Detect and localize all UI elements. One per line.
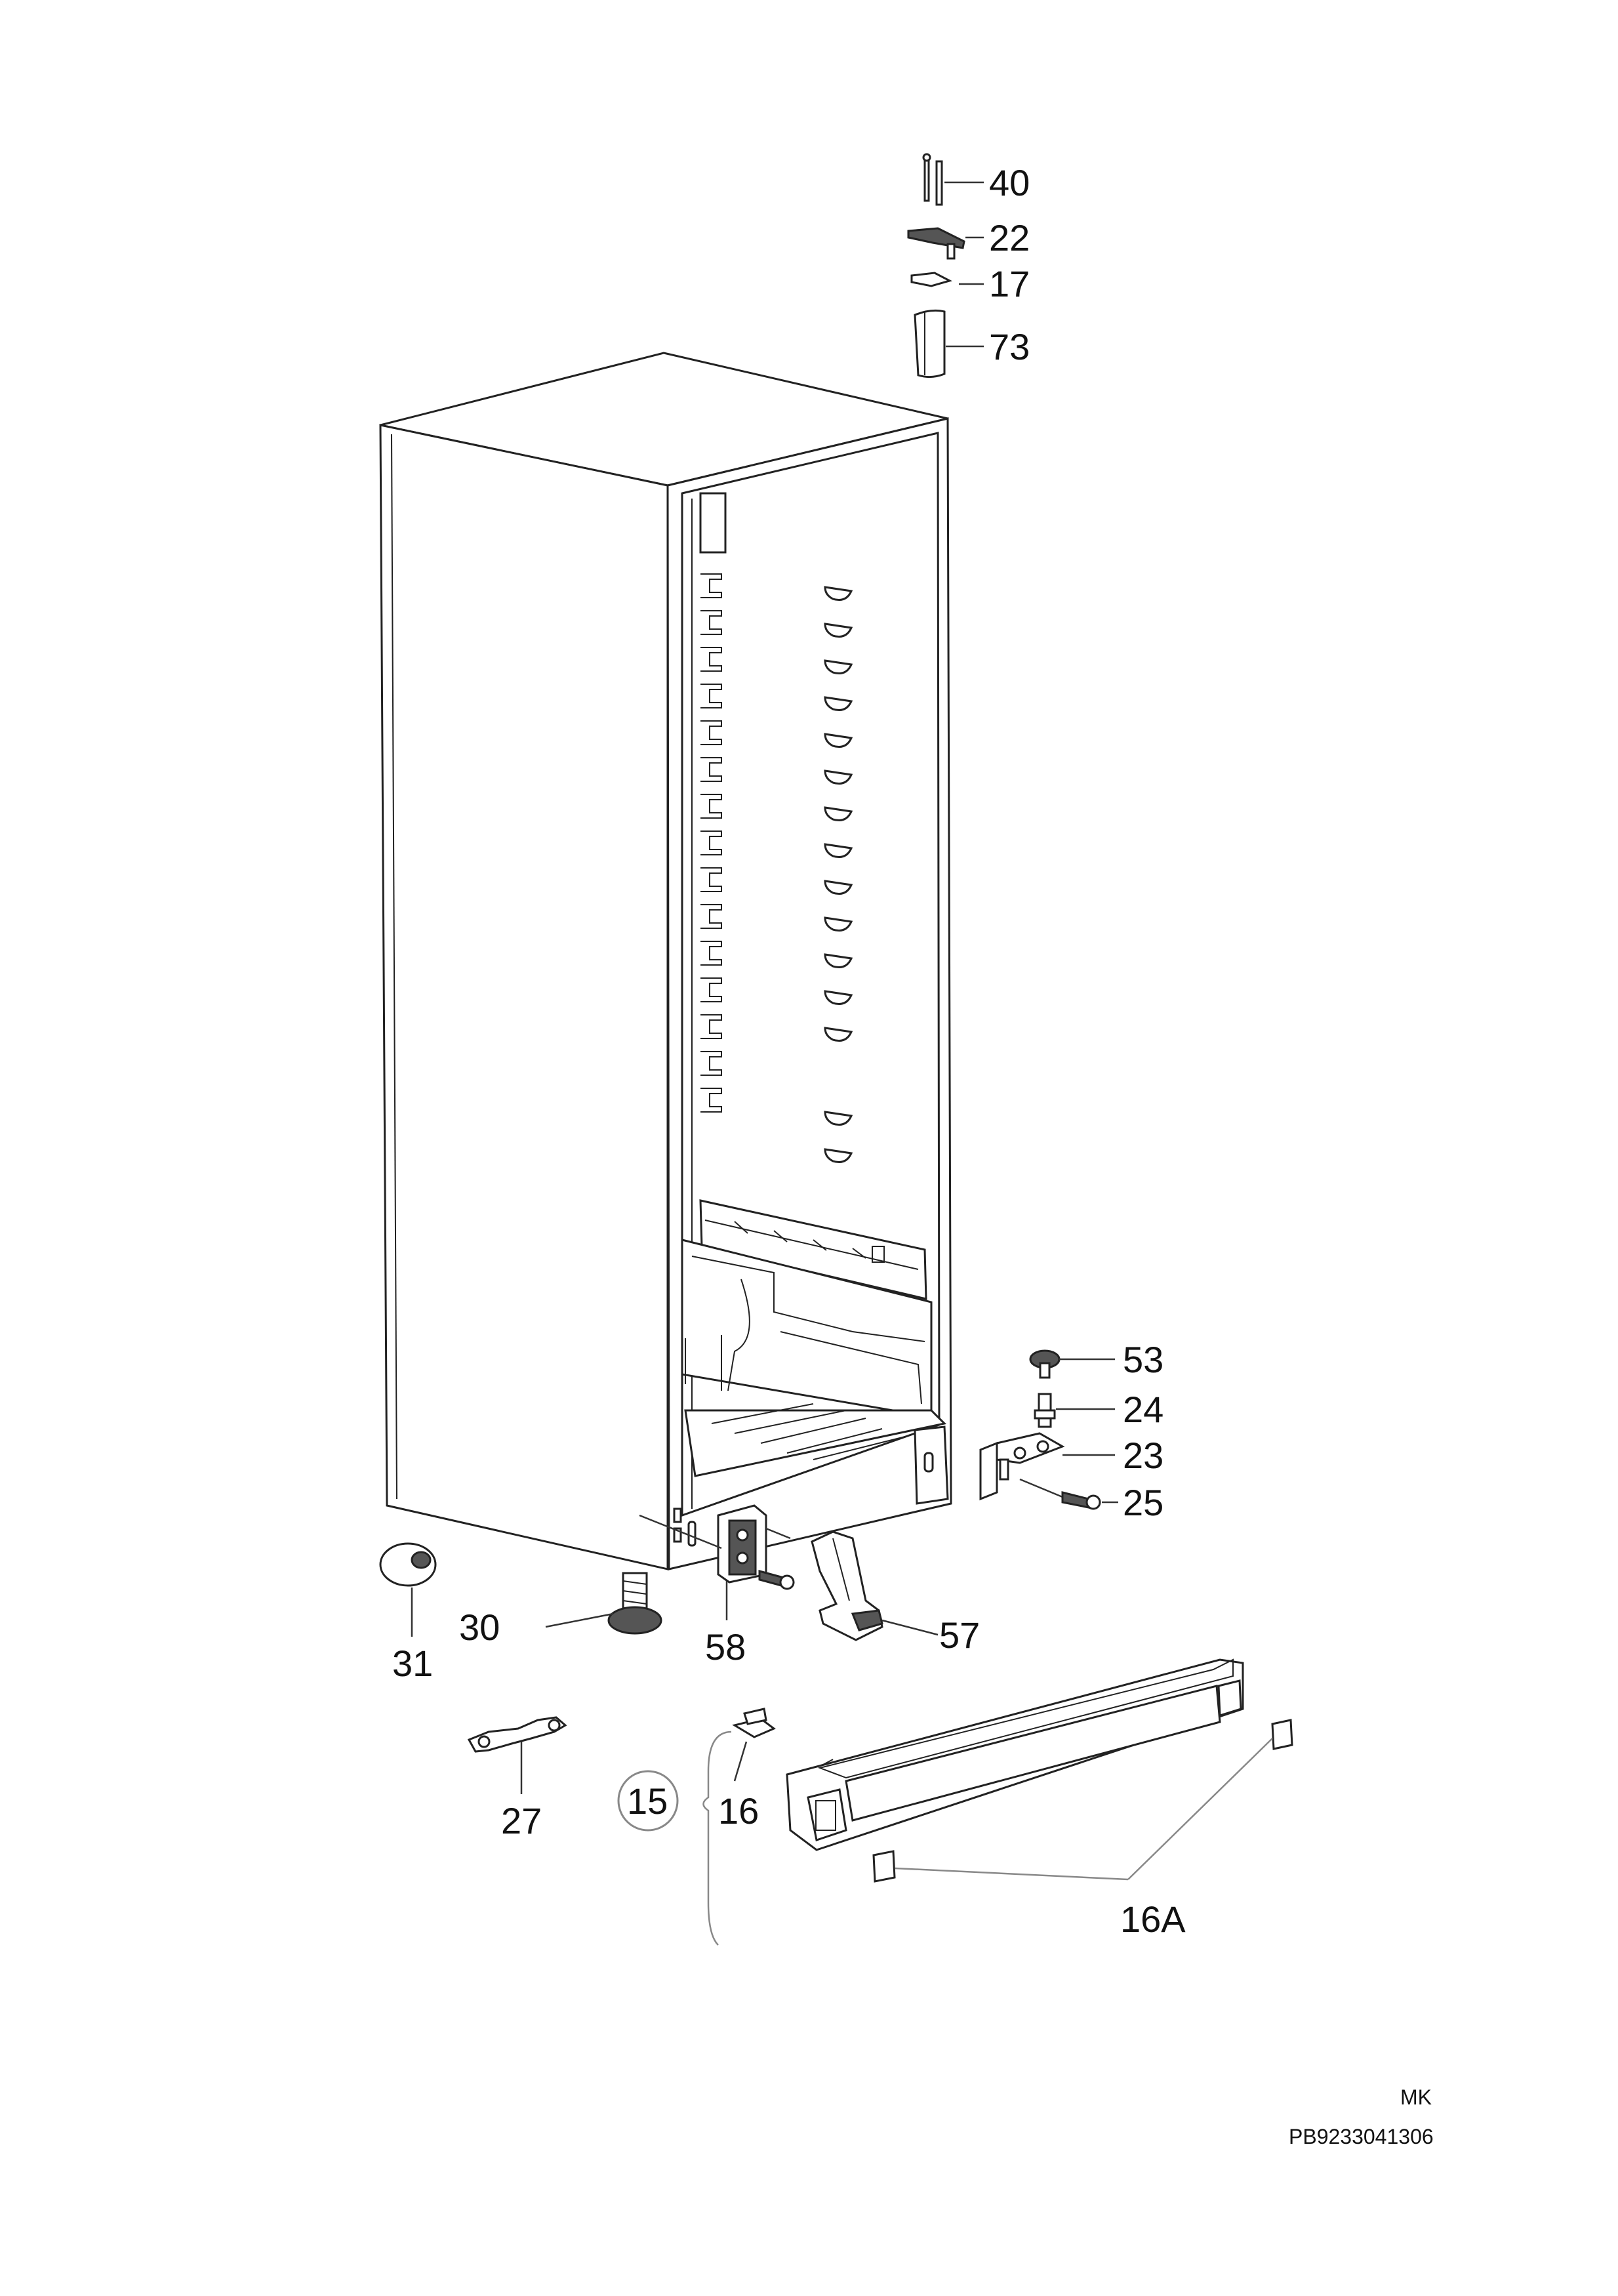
label-22: 22	[989, 217, 1030, 258]
left-shelf-slot	[700, 977, 722, 1002]
left-shelf-slot	[700, 1051, 722, 1076]
right-shelf-support	[824, 953, 853, 968]
right-shelf-supports	[824, 586, 853, 1163]
part-73-hinge-cover	[914, 309, 984, 379]
part-30-adjustable-foot	[545, 1572, 662, 1635]
right-shelf-support	[824, 880, 853, 895]
part-57-door-stop	[811, 1530, 939, 1641]
part-40-screws	[922, 153, 984, 206]
right-shelf-support	[824, 843, 853, 858]
footer-drawing-number: PB9233041306	[1289, 2125, 1434, 2148]
left-shelf-slot	[700, 610, 722, 635]
right-shelf-support	[824, 696, 853, 711]
part-23-bottom-hinge	[979, 1432, 1115, 1501]
part-27-spanner	[467, 1716, 567, 1794]
interior-top-vent	[699, 492, 727, 554]
right-shelf-support	[824, 806, 853, 821]
right-shelf-support	[824, 1027, 853, 1042]
right-shelf-support	[824, 623, 853, 638]
left-shelf-slot	[700, 757, 722, 782]
part-labels: 40 22 17 73 53 24 23 25 31 30 58 57 27 1…	[392, 162, 1186, 1940]
label-30: 30	[459, 1607, 500, 1648]
cabinet-body	[379, 352, 952, 1570]
left-shelf-slot	[700, 647, 722, 672]
label-25: 25	[1123, 1482, 1163, 1523]
right-shelf-support	[824, 990, 853, 1005]
part-31-foot-cap	[379, 1542, 437, 1637]
part-24-pin	[1034, 1393, 1115, 1428]
drawing-footer: MK PB9233041306	[1289, 2085, 1434, 2148]
crisper-compartment	[681, 1239, 949, 1505]
right-shelf-support	[824, 659, 853, 674]
left-shelf-slot	[700, 720, 722, 745]
label-24: 24	[1123, 1389, 1163, 1430]
left-shelf-slot	[700, 573, 722, 598]
label-15: 15	[627, 1780, 668, 1822]
label-57: 57	[939, 1614, 980, 1656]
label-17: 17	[989, 263, 1030, 304]
left-shelf-slot	[700, 1088, 722, 1113]
footer-code: MK	[1400, 2085, 1432, 2109]
part-17-washer	[910, 272, 984, 287]
kick-plate-pad-right	[1271, 1719, 1293, 1750]
left-shelf-slot	[700, 867, 722, 892]
right-shelf-support	[824, 916, 853, 932]
label-53: 53	[1123, 1339, 1163, 1380]
part-15-assembly-bracket	[617, 1731, 732, 1946]
label-16: 16	[718, 1790, 759, 1832]
part-15-circle	[617, 1770, 679, 1832]
left-shelf-slot	[700, 1014, 722, 1039]
right-shelf-support	[824, 1111, 853, 1126]
part-53-cap	[1029, 1349, 1115, 1379]
label-16A: 16A	[1120, 1898, 1186, 1940]
left-shelf-slot	[700, 941, 722, 966]
part-16-clip	[732, 1708, 776, 1782]
right-shelf-support	[824, 733, 853, 748]
cabinet-side-panel	[379, 424, 669, 1570]
left-shelf-slot	[700, 684, 722, 708]
left-shelf-slot	[700, 904, 722, 929]
rear-control-strip	[699, 1199, 927, 1300]
right-shelf-support	[824, 1148, 853, 1163]
label-73: 73	[989, 326, 1030, 367]
left-shelf-supports	[700, 573, 722, 1113]
part-25-screw	[1019, 1478, 1118, 1510]
right-shelf-support	[824, 769, 853, 785]
left-shelf-slot	[700, 794, 722, 819]
label-58: 58	[705, 1626, 746, 1668]
label-23: 23	[1123, 1435, 1163, 1476]
right-shelf-support	[824, 586, 853, 601]
left-shelf-slot	[700, 830, 722, 855]
label-40: 40	[989, 162, 1030, 203]
label-27: 27	[501, 1800, 542, 1841]
label-31: 31	[392, 1643, 433, 1684]
part-58-door-bracket	[639, 1504, 795, 1620]
kick-plate-pad-left	[872, 1850, 896, 1883]
part-22-top-hinge	[907, 227, 984, 260]
part-16A-kick-plate	[786, 1658, 1293, 1883]
